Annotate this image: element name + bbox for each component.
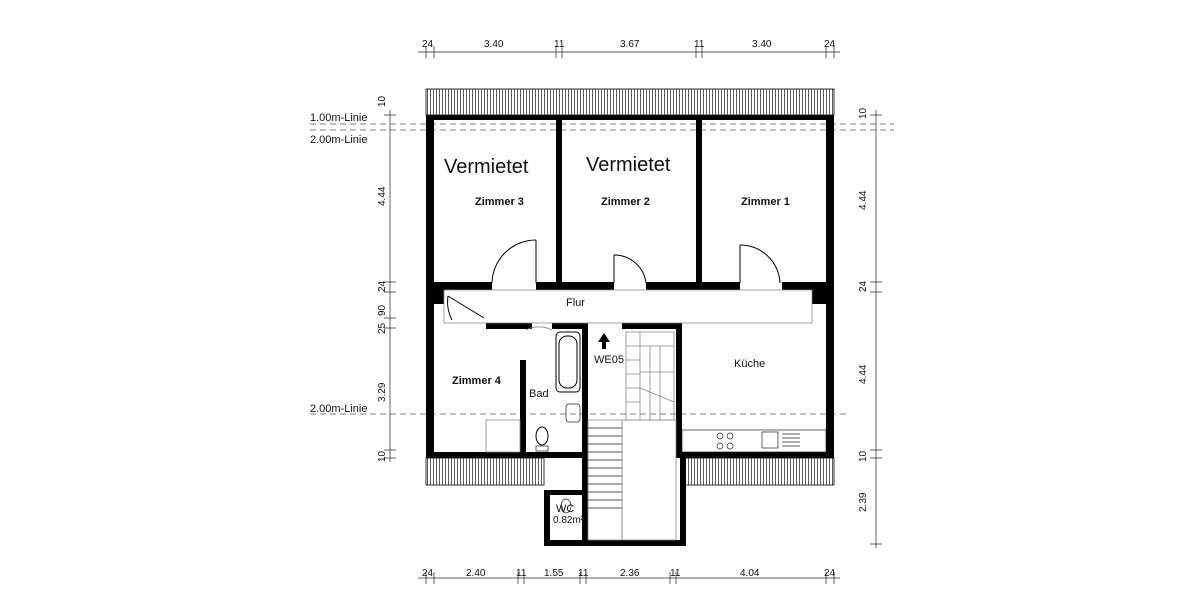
dim-bottom-6: 2.36	[620, 568, 640, 579]
dimension-lines	[384, 46, 882, 584]
dim-right-1: 10	[858, 107, 869, 119]
entrance-label: WE05	[594, 354, 624, 366]
dim-left-7: 10	[377, 450, 388, 462]
dim-top-2: 3.40	[484, 39, 504, 50]
staircase	[587, 331, 677, 541]
wc-area: 0.82m²	[553, 515, 585, 526]
dim-top-6: 3.40	[752, 39, 772, 50]
walls	[426, 115, 834, 546]
dim-right-5: 10	[858, 450, 869, 462]
dim-left-4: 90	[377, 304, 388, 316]
flur-outline	[443, 289, 813, 324]
bad-label: Bad	[529, 388, 549, 400]
zimmer3-status: Vermietet	[444, 156, 529, 178]
doors	[447, 239, 781, 331]
dim-bottom-9: 24	[824, 568, 836, 579]
fixtures	[485, 331, 827, 514]
zimmer1-label: Zimmer 1	[741, 196, 790, 208]
zimmer2-label: Zimmer 2	[601, 196, 650, 208]
dim-bottom-8: 4.04	[740, 568, 760, 579]
roof-eave-bottom-right	[683, 457, 835, 486]
zimmer2-status: Vermietet	[586, 154, 671, 176]
wc-label: WC	[556, 503, 574, 515]
roof-eave-bottom-left	[425, 457, 545, 486]
dim-left-6: 3.29	[377, 382, 388, 402]
dim-top-5: 11	[694, 39, 705, 50]
roof-eave-top	[425, 88, 835, 116]
label-line-2m-top: 2.00m-Linie	[310, 134, 367, 146]
dim-top-1: 24	[422, 39, 434, 50]
dim-bottom-1: 24	[422, 568, 434, 579]
dim-right-6: 2.39	[858, 492, 869, 512]
flur-label: Flur	[566, 297, 585, 309]
dim-left-1: 10	[377, 95, 388, 107]
zimmer4-label: Zimmer 4	[452, 375, 502, 387]
dim-left-3: 24	[377, 280, 388, 292]
dim-bottom-7: 11	[670, 568, 681, 579]
dim-bottom-5: 11	[578, 568, 589, 579]
dim-left-2: 4.44	[377, 186, 388, 206]
dim-bottom-2: 2.40	[466, 568, 486, 579]
up-arrow-icon	[598, 333, 610, 349]
kueche-label: Küche	[734, 358, 765, 370]
dim-top-7: 24	[824, 39, 836, 50]
dim-bottom-4: 1.55	[544, 568, 564, 579]
dim-right-2: 4.44	[858, 190, 869, 210]
dim-right-4: 4.44	[858, 364, 869, 384]
label-line-1m: 1.00m-Linie	[310, 112, 367, 124]
zimmer3-label: Zimmer 3	[475, 196, 524, 208]
dim-top-3: 11	[554, 39, 565, 50]
dim-top-4: 3.67	[620, 39, 640, 50]
dim-bottom-3: 11	[516, 568, 527, 579]
dim-right-3: 24	[858, 280, 869, 292]
dim-left-5: 25	[377, 322, 388, 334]
label-line-2m-bottom: 2.00m-Linie	[310, 403, 367, 415]
